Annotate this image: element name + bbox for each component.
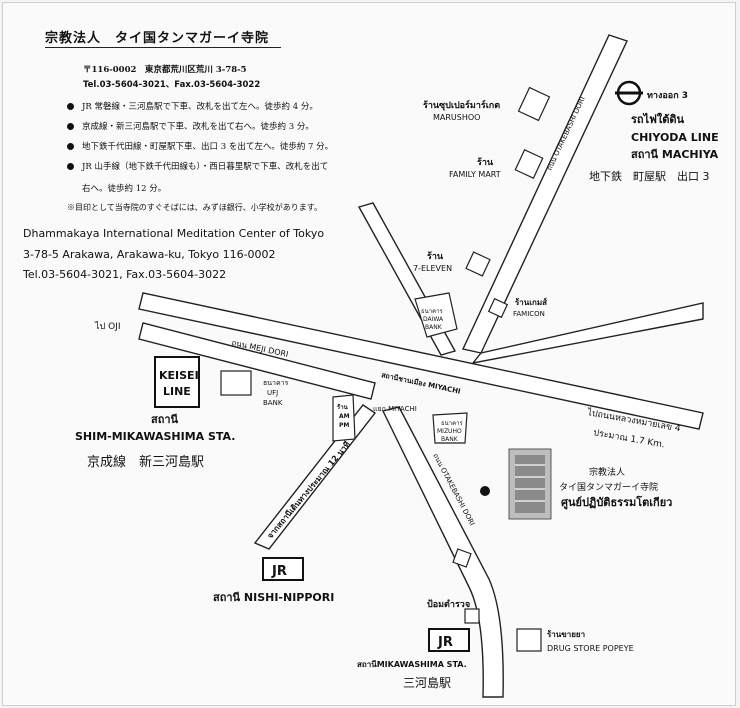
label-keisei-1: KEISEI bbox=[159, 369, 199, 382]
label-temple-name-th: ศูนย์ปฏิบัติธรรมโตเกียว bbox=[561, 495, 672, 510]
famicon-building bbox=[487, 297, 509, 319]
english-tel-fax: Tel.03-5604-3021, Fax.03-5604-3022 bbox=[23, 268, 227, 281]
mizuho-bank-building bbox=[432, 412, 468, 444]
label-mizuho-3: BANK bbox=[441, 436, 459, 443]
label-shinmikawa-th: สถานี bbox=[151, 413, 179, 426]
temple-photo bbox=[508, 448, 552, 520]
org-title: 宗教法人 タイ国タンマガーイ寺院 bbox=[45, 31, 270, 46]
label-mikawashima-en: สถานีMIKAWASHIMA STA. bbox=[357, 659, 467, 669]
label-famicon-en: FAMICON bbox=[513, 310, 545, 318]
label-jr-mikawashima: JR bbox=[437, 635, 453, 650]
label-daiwa-2: DAIWA bbox=[423, 316, 444, 323]
daiwa-bank-building bbox=[414, 292, 458, 338]
label-ampm-3: PM bbox=[339, 422, 349, 429]
meiji-dori-road bbox=[138, 292, 704, 430]
label-temple-name-jp: タイ国タンマガーイ寺院 bbox=[559, 481, 658, 493]
ufj-bank-building bbox=[220, 370, 252, 396]
label-ufj-1: ธนาคาร bbox=[263, 379, 289, 387]
access-item: 京成線・新三河島駅で下車、改札を出て右へ。徒歩約 3 分。 bbox=[67, 120, 314, 132]
jr-box-mikawashima bbox=[428, 628, 470, 652]
label-machiya-th: สถานี MACHIYA bbox=[631, 148, 719, 161]
temple-info-panel: 宗教法人 タイ国タンマガーイ寺院 〒116-0002 東京都荒川区荒川 3-78… bbox=[3, 3, 423, 293]
access-item: JR 常磐線・三河島駅で下車、改札を出て左へ。徒歩約 4 分。 bbox=[67, 100, 318, 112]
label-machiya-jp: 地下鉄 町屋駅 出口 3 bbox=[589, 169, 710, 183]
drugstore-building bbox=[516, 628, 542, 652]
area-map: ไป OJI ถนน MEJI DORI สถานีชานเมือง MIYAC… bbox=[75, 34, 719, 698]
label-mikawashima-jp: 三河島駅 bbox=[403, 675, 451, 690]
label-marushoo-en: MARUSHOO bbox=[433, 113, 480, 122]
bullet-icon bbox=[67, 143, 74, 150]
label-mizuho-1: ธนาคาร bbox=[441, 420, 464, 427]
label-chiyoda-en: CHIYODA LINE bbox=[631, 131, 719, 144]
keisei-line-box bbox=[154, 356, 200, 408]
road-west-lower bbox=[138, 322, 376, 400]
label-chiyoda-th: รถไฟใต้ดิน bbox=[631, 112, 685, 126]
label-famicon-th: ร้านเกมส์ bbox=[515, 297, 547, 307]
label-mizuho-2: MIZUHO bbox=[437, 428, 462, 435]
label-keisei-2: LINE bbox=[163, 385, 191, 398]
unlabeled-building bbox=[452, 548, 472, 568]
label-familymart-th: ร้าน bbox=[477, 157, 494, 168]
label-police-box: ป้อมตำรวจ bbox=[427, 599, 470, 610]
label-temple-org: 宗教法人 bbox=[589, 466, 625, 478]
postal-address: 〒116-0002 東京都荒川区荒川 3-78-5 bbox=[83, 65, 247, 75]
label-ampm-2: AM bbox=[339, 413, 350, 420]
bullet-icon bbox=[67, 103, 74, 110]
label-shinmikawa-en: SHIM-MIKAWASHIMA STA. bbox=[75, 430, 235, 443]
label-ufj-3: BANK bbox=[263, 399, 283, 407]
familymart-building bbox=[514, 149, 544, 179]
access-item-continuation: 右へ。徒歩約 12 分。 bbox=[82, 184, 167, 194]
jr-box-nishi-nippori bbox=[262, 557, 304, 581]
road-label-miyachi-small: แยก MIYACHI bbox=[373, 405, 417, 413]
english-address: 3-78-5 Arakawa, Arakawa-ku, Tokyo 116-00… bbox=[23, 248, 276, 261]
marushoo-building bbox=[517, 86, 551, 122]
landmark-note: ※目印として当寺院のすぐそばには、みずほ銀行、小学校があります。 bbox=[67, 203, 322, 212]
label-marushoo-th: ร้านซุปเปอร์มาร์เกต bbox=[423, 99, 500, 111]
access-item: 地下鉄千代田線・町屋駅下車、出口 3 を出て左へ。徒歩約 7 分。 bbox=[67, 140, 333, 152]
label-familymart-en: FAMILY MART bbox=[449, 170, 501, 179]
road-to-nishi-nippori bbox=[253, 404, 377, 550]
temple-location-marker bbox=[480, 486, 490, 496]
bullet-icon bbox=[67, 123, 74, 130]
title-underline bbox=[45, 47, 281, 48]
label-chiyoda-exit: ทางออก 3 bbox=[647, 91, 688, 101]
label-drugstore-en: DRUG STORE POPEYE bbox=[547, 644, 634, 653]
ampm-building bbox=[332, 394, 356, 442]
label-jr-nishi-nippori: JR bbox=[271, 564, 287, 579]
road-east-to-route-4 bbox=[471, 302, 704, 365]
label-daiwa-1: ธนาคาร bbox=[421, 308, 444, 315]
police-box-building bbox=[464, 608, 480, 624]
seven-eleven-building bbox=[465, 251, 491, 277]
tel-fax-jp: Tel.03-5604-3021、Fax.03-5604-3022 bbox=[83, 80, 261, 90]
road-label-oji: ไป OJI bbox=[94, 321, 121, 332]
label-nishi-nippori: สถานี NISHI-NIPPORI bbox=[213, 591, 334, 604]
label-seven-th: ร้าน bbox=[427, 251, 444, 262]
otakebashi-dori-south-road bbox=[381, 406, 504, 698]
label-drugstore-th: ร้านขายยา bbox=[547, 629, 585, 639]
road-label-walk-12-min: จากสถานีเดินทางประมาณ 12 นาที bbox=[265, 439, 352, 540]
label-shinmikawa-jp: 京成線 新三河島駅 bbox=[87, 454, 204, 470]
access-item: JR 山手線（地下鉄千代田線も）・西日暮里駅で下車、改札を出て bbox=[67, 160, 328, 172]
road-label-distance: ประมาณ 1.7 Km. bbox=[592, 428, 665, 450]
label-daiwa-3: BANK bbox=[425, 324, 443, 331]
english-name: Dhammakaya International Meditation Cent… bbox=[23, 227, 325, 240]
label-seven-en: 7-ELEVEN bbox=[413, 264, 452, 273]
bullet-icon bbox=[67, 163, 74, 170]
label-ufj-2: UFJ bbox=[267, 389, 278, 397]
label-ampm-1: ร้าน bbox=[337, 403, 349, 411]
